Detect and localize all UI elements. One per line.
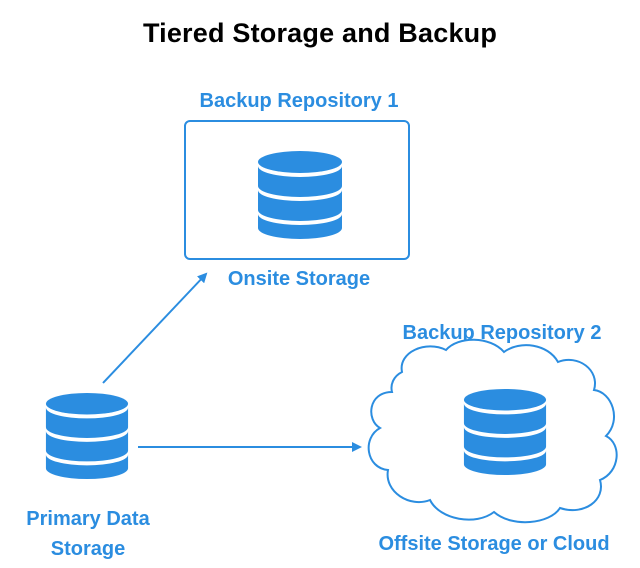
- primary-storage-label: Primary Data Storage: [4, 504, 172, 564]
- primary-storage-label-line2: Storage: [50, 538, 126, 560]
- repo1-box: [184, 120, 410, 260]
- primary-storage-label-line1: Primary Data: [26, 508, 150, 530]
- repo1-subtitle: Onsite Storage: [227, 268, 371, 290]
- repo1-title: Backup Repository 1: [199, 90, 399, 112]
- diagram-title: Tiered Storage and Backup: [142, 18, 498, 48]
- database-icon-primary: [45, 392, 129, 480]
- database-icon-repo1: [258, 151, 342, 239]
- repo2-subtitle: Offsite Storage or Cloud: [378, 533, 610, 555]
- arrow-to-repo1: [102, 272, 208, 384]
- repo2-title: Backup Repository 2: [402, 322, 602, 344]
